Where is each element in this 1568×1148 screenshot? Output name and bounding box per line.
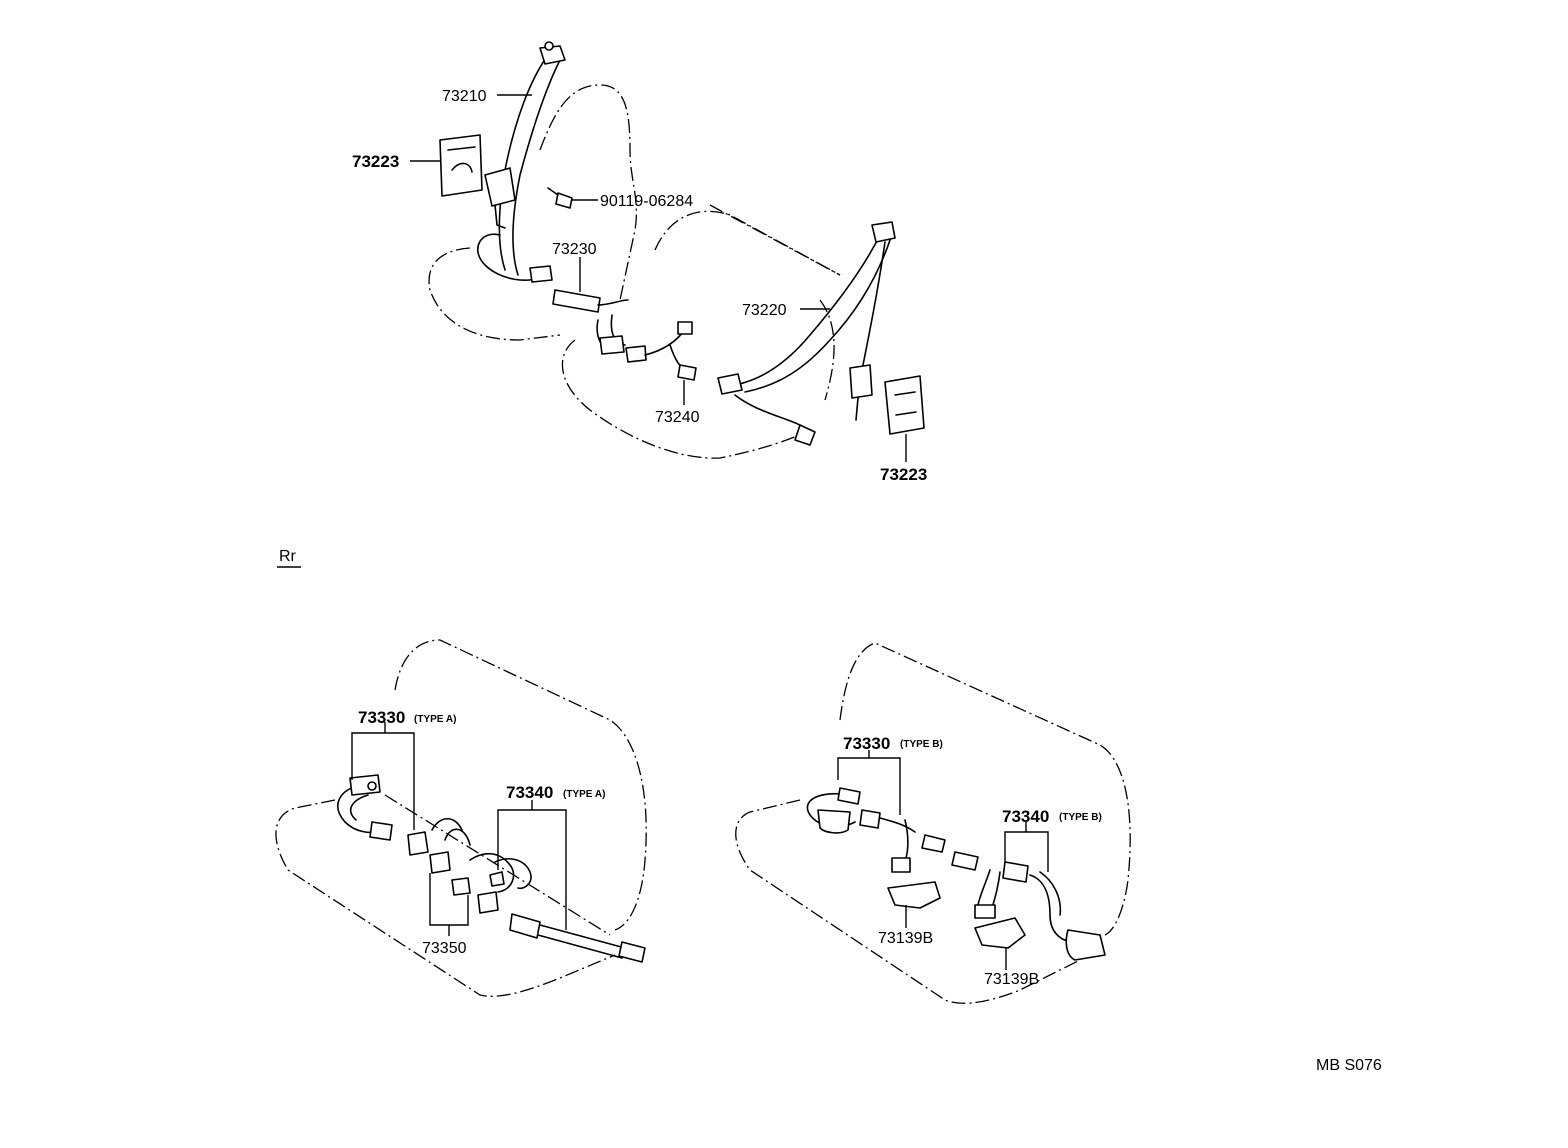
rear-b-anchor-1: [891, 857, 911, 873]
rear-a-center-anchor: [489, 871, 505, 887]
label-bolt: 90119-06284: [600, 193, 693, 210]
retractor-cover-left-detail: [447, 146, 476, 173]
front-seat-assembly: 73210 73223 90119-06284 73230 73220 7324…: [352, 41, 927, 484]
rear-a-seat-back-outline: [394, 639, 647, 931]
bracket-73330-a: [351, 732, 415, 830]
shoulder-belt-73220: [734, 234, 891, 393]
center-buckle-tongue: [625, 345, 647, 363]
label-73139b-1: 73139B: [878, 930, 933, 947]
retractor-cover-right-detail: [894, 391, 917, 416]
rear-b-tongue: [859, 809, 881, 829]
rear-b-left-retractor: [817, 809, 851, 834]
rear-a-left-anchor-bolt: [367, 781, 377, 791]
lap-anchor: [529, 265, 553, 283]
lap-anchor-left: [794, 424, 816, 446]
front-seat2-side-outline: [819, 299, 835, 401]
front-seat2-cushion-outline: [561, 339, 811, 459]
rear-b-right-retractor: [1065, 929, 1106, 961]
rear-b-buckle-2: [951, 851, 979, 871]
rear-a-seat-cushion-outline: [275, 799, 616, 997]
rear-seat-type-b: 73330 (TYPE B) 73340 (TYPE B) 73139B 731…: [735, 642, 1131, 1004]
rear-b-strap-2: [977, 869, 1001, 909]
retractor-bracket-left: [855, 397, 859, 421]
shoulder-belt-73210: [498, 54, 561, 276]
rear-b-buckle-3: [1002, 861, 1029, 883]
rear-a-center-buckle-2: [451, 877, 471, 896]
rear-b-right-belt: [1029, 871, 1073, 943]
rear-a-buckle-1: [407, 831, 429, 856]
center-buckle-body: [599, 335, 625, 355]
rear-a-center-strap: [431, 817, 471, 846]
rear-b-left-anchor: [837, 787, 861, 805]
retractor-strap-left: [861, 241, 886, 371]
label-73340-a: 73340: [506, 783, 553, 802]
rear-a-left-tongue: [369, 821, 393, 841]
bolt-leader-dashed: [709, 204, 841, 276]
rear-b-cover-2: [974, 917, 1026, 949]
anchor-bolt-icon: [544, 41, 554, 51]
bolt-90119-06284: [555, 192, 573, 209]
label-73240: 73240: [655, 409, 700, 426]
rear-a-center-strap-2: [469, 852, 515, 893]
buckle-strap: [597, 299, 629, 306]
rear-a-center-buckle-3: [477, 891, 499, 914]
label-73330-a: 73330: [358, 708, 405, 727]
bracket-73340-a: [497, 809, 567, 930]
rear-a-center-strap-3: [494, 858, 532, 890]
lap-loop: [476, 233, 546, 281]
rear-b-anchor-2: [974, 904, 996, 919]
label-73340-a-type: (TYPE A): [563, 789, 605, 800]
retractor-cover-left: [439, 134, 483, 197]
rear-b-buckle-1: [921, 834, 946, 853]
retractor-bracket: [494, 204, 506, 229]
label-73223-right: 73223: [880, 465, 927, 484]
label-73220: 73220: [742, 302, 787, 319]
bolt-shaft: [547, 187, 559, 196]
rear-b-cover-1: [887, 881, 941, 909]
label-73340-b-type: (TYPE B): [1059, 812, 1102, 823]
bracket-73330-b: [837, 757, 901, 815]
retractor-mechanism-left: [849, 364, 873, 399]
tongue-plate: [717, 373, 743, 395]
label-73330-b: 73330: [843, 734, 890, 753]
front-seat-back-outline: [539, 84, 638, 301]
label-73330-a-type: (TYPE A): [414, 714, 456, 725]
center-anchor: [677, 321, 693, 335]
buckle-73230: [552, 289, 601, 313]
rear-a-right-anchor: [618, 941, 646, 963]
front-seat2-back-outline: [654, 210, 841, 276]
label-73340-b: 73340: [1002, 807, 1049, 826]
label-73139b-2: 73139B: [984, 971, 1039, 988]
front-seat-cushion-outline: [428, 247, 561, 341]
rear-b-seat-back-outline: [839, 642, 1131, 936]
retractor-mechanism: [484, 167, 516, 207]
rear-b-seat-cushion-outline: [735, 799, 1081, 1004]
rear-seat-type-a: 73330 (TYPE A) 73340 (TYPE A) 73350: [275, 639, 647, 997]
label-73210: 73210: [442, 88, 487, 105]
retractor-cover-right: [884, 375, 925, 435]
rear-a-right-belt: [537, 924, 626, 959]
label-73330-b-type: (TYPE B): [900, 739, 943, 750]
label-73350: 73350: [422, 940, 467, 957]
rear-a-right-buckle: [509, 913, 541, 939]
label-73223-left: 73223: [352, 152, 399, 171]
shoulder-anchor-left: [871, 221, 896, 243]
rear-a-center-buckle-1: [429, 851, 451, 874]
section-marker-rear: Rr: [279, 548, 297, 565]
label-73230: 73230: [552, 241, 597, 258]
diagram-code: MB S076: [1316, 1057, 1382, 1074]
center-anchor-lower: [677, 364, 697, 381]
